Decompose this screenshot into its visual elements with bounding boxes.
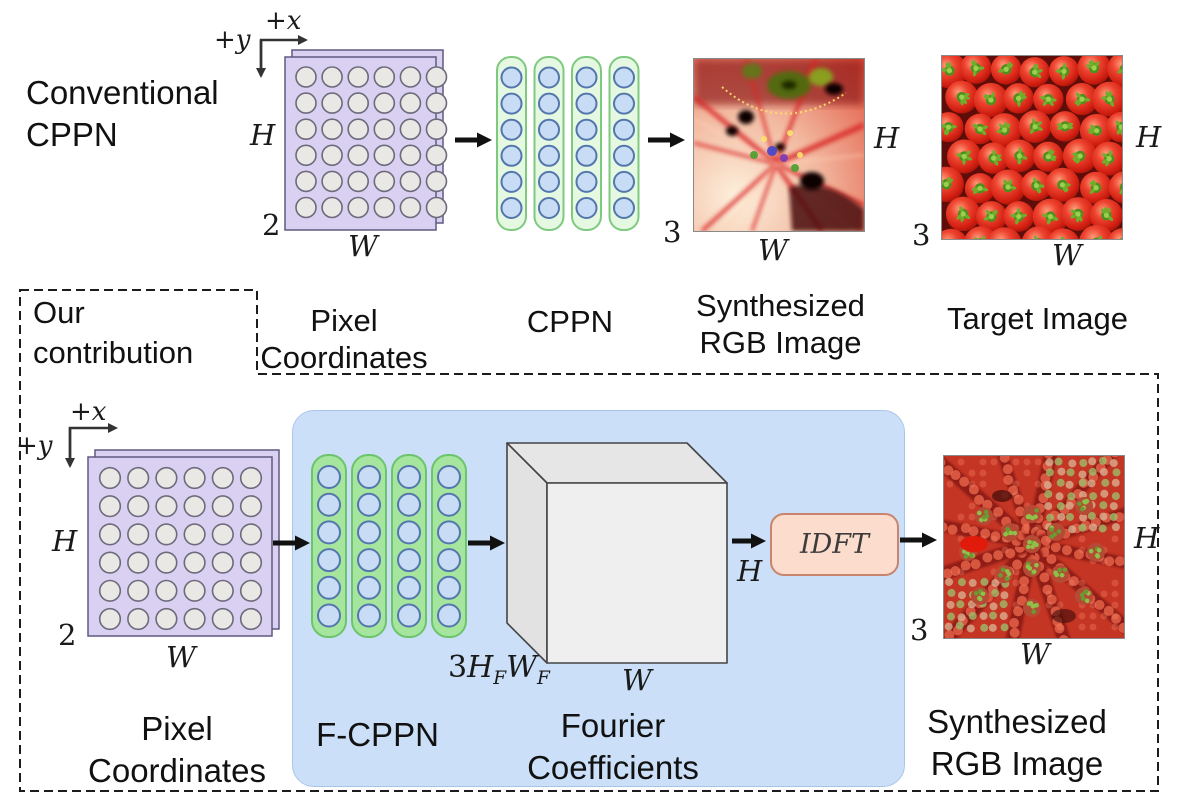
top-synth-h-label: H bbox=[874, 121, 900, 155]
bottom-grid-h-label: H bbox=[52, 524, 78, 558]
cppn-layers bbox=[496, 56, 640, 231]
f-cppn-layers bbox=[311, 454, 467, 638]
bottom-axis-x-label: +x bbox=[70, 397, 107, 427]
f-cppn-caption: F-CPPN bbox=[316, 716, 439, 753]
fourier-cube bbox=[506, 442, 728, 664]
bottom-axis-y-label: +y bbox=[16, 431, 53, 461]
top-axes-icon bbox=[256, 35, 308, 78]
bottom-synth-h-label: H bbox=[1134, 521, 1160, 555]
our-line2: contribution bbox=[33, 335, 194, 370]
top-axis-x-label: +x bbox=[265, 6, 302, 36]
conventional-cppn-title: Conventional CPPN bbox=[26, 72, 276, 156]
bottom-pixel-coordinates-caption: Pixel Coordinates bbox=[88, 710, 266, 789]
top-grid-h-label: H bbox=[250, 118, 276, 152]
target-channels-label: 3 bbox=[912, 218, 931, 252]
top-axis-y-label: +y bbox=[214, 25, 251, 55]
conventional-title-line1: Conventional bbox=[26, 74, 219, 111]
top-synth-w-label: W bbox=[758, 233, 788, 267]
idft-label: IDFT bbox=[799, 529, 870, 560]
top-grid-w-label: W bbox=[348, 229, 378, 263]
target-image bbox=[941, 55, 1123, 240]
conventional-title-line2: CPPN bbox=[26, 116, 118, 153]
our-contribution-label: Our contribution bbox=[33, 293, 253, 373]
cube-dims-label: 3HFWF bbox=[448, 650, 550, 689]
bottom-synth-w-label: W bbox=[1020, 637, 1050, 671]
top-synth-channels-label: 3 bbox=[663, 215, 682, 249]
cube-w-label: W bbox=[622, 663, 652, 697]
our-line1: Our bbox=[33, 295, 85, 330]
top-synthesized-image bbox=[693, 58, 865, 232]
our-contribution-outline bbox=[19, 289, 1159, 792]
fourier-coefficients-caption: Fourier Coefficients bbox=[527, 707, 699, 786]
bottom-synthesized-image bbox=[943, 455, 1125, 639]
bottom-grid-depth-label: 2 bbox=[58, 618, 77, 652]
target-w-label: W bbox=[1052, 238, 1082, 272]
top-pixel-grid bbox=[284, 49, 448, 231]
target-h-label: H bbox=[1136, 120, 1162, 154]
top-pixel-coordinates-caption: Pixel Coordinates bbox=[260, 303, 428, 375]
top-synth-caption: Synthesized RGB Image bbox=[696, 288, 865, 360]
bottom-grid-w-label: W bbox=[166, 640, 196, 674]
top-grid-depth-label: 2 bbox=[262, 208, 281, 242]
bottom-axes-icon bbox=[65, 423, 118, 468]
target-caption: Target Image bbox=[947, 301, 1128, 336]
bottom-synth-channels-label: 3 bbox=[910, 613, 929, 647]
cppn-caption: CPPN bbox=[526, 304, 614, 339]
idft-block: IDFT bbox=[770, 513, 899, 576]
bottom-synth-caption: Synthesized RGB Image bbox=[927, 703, 1107, 782]
cube-h-label: H bbox=[737, 554, 763, 588]
bottom-pixel-grid bbox=[87, 449, 280, 637]
